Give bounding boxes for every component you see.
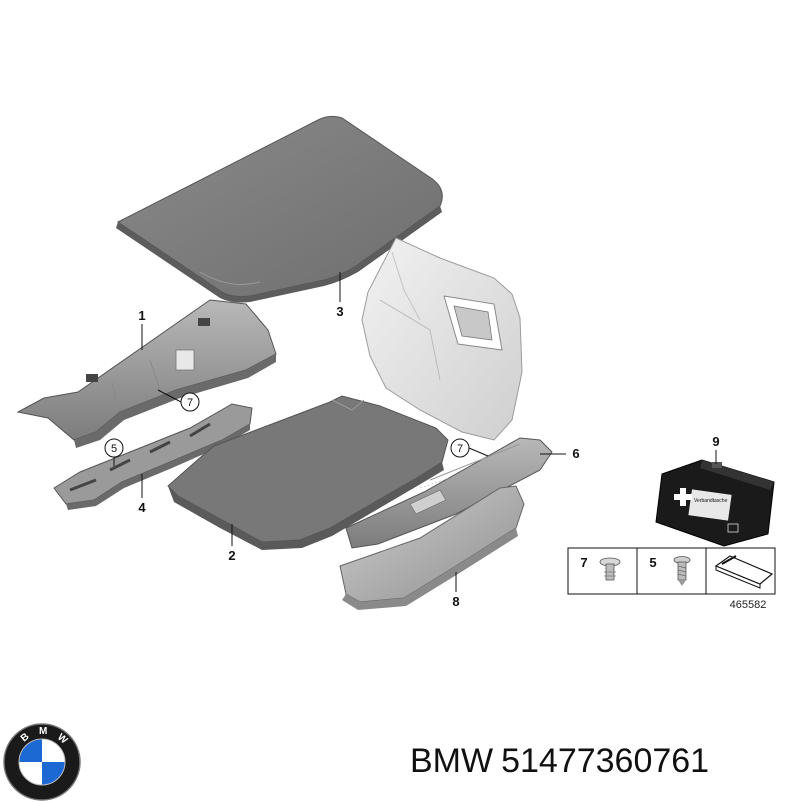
svg-text:2: 2 bbox=[228, 548, 235, 563]
label-part-1: 1 bbox=[138, 308, 146, 350]
label-part-9: 9 bbox=[712, 434, 720, 464]
strip-icon bbox=[714, 555, 774, 589]
svg-text:7: 7 bbox=[187, 397, 193, 409]
clip-icon bbox=[599, 557, 621, 581]
svg-text:1: 1 bbox=[138, 308, 145, 323]
label-part-2: 2 bbox=[228, 524, 236, 563]
svg-text:4: 4 bbox=[138, 500, 146, 515]
side-trim-panel bbox=[361, 237, 523, 441]
label-part-8: 8 bbox=[452, 572, 460, 609]
rear-panel-trim bbox=[16, 299, 277, 448]
legend-item-clip: 7 bbox=[580, 555, 587, 570]
svg-text:5: 5 bbox=[111, 443, 117, 455]
svg-text:7: 7 bbox=[457, 443, 463, 455]
legend-item-screw: 5 bbox=[649, 555, 656, 570]
brand-name: BMW bbox=[410, 742, 494, 780]
svg-text:8: 8 bbox=[452, 594, 459, 609]
svg-text:6: 6 bbox=[572, 446, 579, 461]
screw-icon bbox=[673, 556, 691, 586]
floor-mat bbox=[167, 395, 449, 550]
lower-sill-cover bbox=[339, 485, 525, 610]
label-part-4: 4 bbox=[138, 474, 146, 515]
label-part-6: 6 bbox=[540, 446, 580, 461]
svg-text:3: 3 bbox=[336, 304, 343, 319]
cargo-cover-board bbox=[116, 115, 443, 303]
bmw-logo-icon: B M W bbox=[3, 723, 81, 801]
part-number: 51477360761 bbox=[501, 742, 710, 780]
fastener-legend-box: 7 5 bbox=[567, 547, 776, 595]
label-part-3: 3 bbox=[336, 272, 344, 319]
loading-sill-trim bbox=[345, 437, 553, 549]
clip-callout-b: 7 bbox=[450, 438, 489, 458]
reference-number: 465582 bbox=[730, 599, 767, 611]
first-aid-kit-label: Verbandtasche bbox=[694, 498, 728, 504]
screw-callout: 5 bbox=[104, 438, 124, 466]
support-bracket bbox=[53, 403, 253, 510]
first-aid-kit: Verbandtasche bbox=[655, 459, 775, 547]
svg-text:9: 9 bbox=[712, 434, 719, 449]
svg-text:M: M bbox=[39, 726, 47, 737]
clip-callout-a: 7 bbox=[157, 389, 200, 412]
